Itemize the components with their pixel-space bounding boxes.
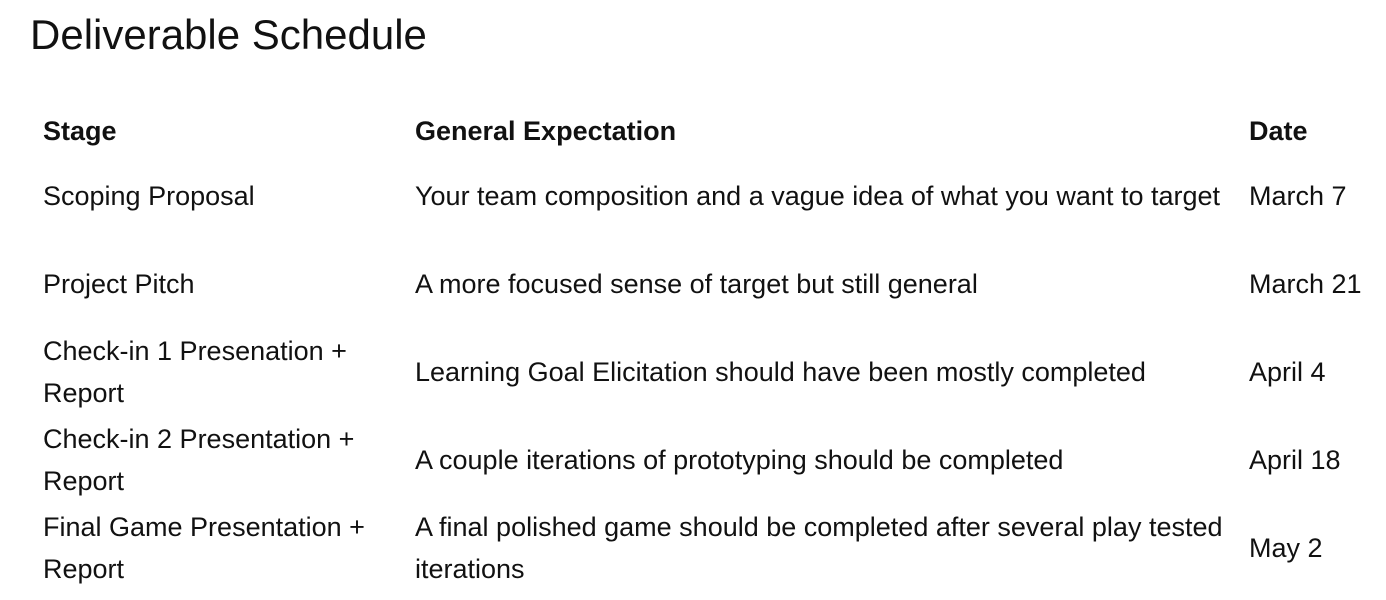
date-cell: April 18 bbox=[1249, 445, 1341, 475]
stage-cell: Scoping Proposal bbox=[43, 181, 255, 211]
date-cell: March 21 bbox=[1249, 269, 1362, 299]
stage-cell: Final Game Presentation + Report bbox=[43, 512, 365, 584]
header-row: Stage General Expectation Date bbox=[30, 110, 1375, 152]
table-header: Stage General Expectation Date bbox=[30, 110, 1375, 152]
table-row: Project Pitch A more focused sense of ta… bbox=[30, 240, 1375, 328]
table-row: Check-in 2 Presentation + Report A coupl… bbox=[30, 416, 1375, 504]
stage-cell: Project Pitch bbox=[43, 269, 195, 299]
header-stage: Stage bbox=[43, 116, 117, 146]
expectation-cell: A more focused sense of target but still… bbox=[415, 269, 978, 299]
expectation-cell: A couple iterations of prototyping shoul… bbox=[415, 445, 1064, 475]
expectation-cell: Your team composition and a vague idea o… bbox=[415, 181, 1221, 211]
expectation-cell: Learning Goal Elicitation should have be… bbox=[415, 357, 1146, 387]
date-cell: May 2 bbox=[1249, 533, 1323, 563]
table-body: Scoping Proposal Your team composition a… bbox=[30, 152, 1375, 592]
stage-cell: Check-in 1 Presenation + Report bbox=[43, 336, 347, 408]
deliverable-schedule-table: Stage General Expectation Date Scoping P… bbox=[30, 110, 1375, 592]
header-expectation: General Expectation bbox=[415, 116, 677, 146]
table-row: Check-in 1 Presenation + Report Learning… bbox=[30, 328, 1375, 416]
table-row: Scoping Proposal Your team composition a… bbox=[30, 152, 1375, 240]
page-title: Deliverable Schedule bbox=[30, 11, 427, 58]
stage-cell: Check-in 2 Presentation + Report bbox=[43, 424, 355, 496]
table-row: Final Game Presentation + Report A final… bbox=[30, 504, 1375, 592]
expectation-cell: A final polished game should be complete… bbox=[415, 512, 1223, 584]
date-cell: March 7 bbox=[1249, 181, 1347, 211]
header-date: Date bbox=[1249, 116, 1308, 146]
date-cell: April 4 bbox=[1249, 357, 1326, 387]
